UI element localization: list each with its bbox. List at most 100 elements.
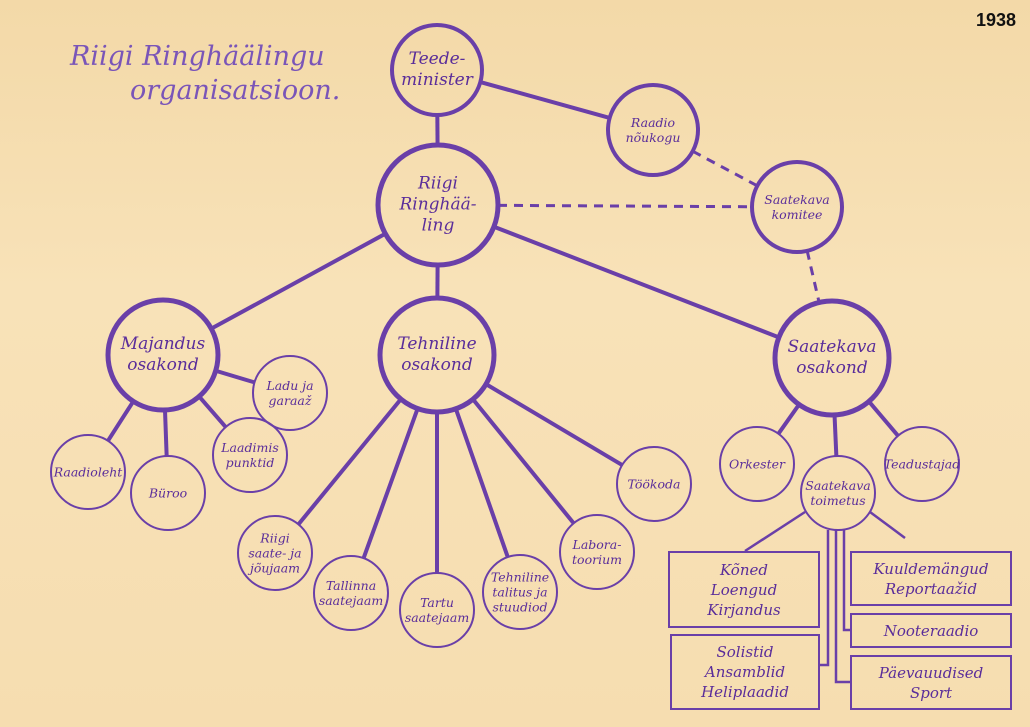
node-program-line: Saatekava	[787, 337, 877, 357]
edge-economy-warehouse	[215, 368, 256, 385]
node-broadcasting-line: ling	[421, 215, 455, 236]
node-economy-line: Majandus	[120, 334, 206, 354]
node-radioleht-line: Raadioleht	[53, 464, 123, 480]
node-workshop: Töökoda	[628, 477, 681, 492]
edge-broadcasting-program	[493, 224, 780, 340]
node-office-circle	[130, 455, 206, 531]
node-mainstation-line: saate- ja	[248, 545, 302, 561]
node-lab-line: Labora-	[572, 537, 622, 552]
edge-program-announcers	[867, 400, 900, 438]
editorial-to-plays	[869, 510, 906, 540]
node-tartu-line: Tartu	[420, 595, 454, 610]
node-technical-circle	[377, 295, 497, 415]
node-announcers-line: Teadustajad	[883, 456, 961, 472]
node-workshop-circle	[616, 446, 692, 522]
box-youth-line: Nooteraadio	[883, 621, 979, 640]
node-warehouse-circle	[252, 355, 328, 431]
node-program-circle	[772, 298, 892, 418]
node-editorial-line: toimetus	[810, 493, 866, 508]
box-talks-line: Loengud	[710, 580, 778, 599]
node-mainstation-circle	[237, 515, 313, 591]
edge-broadcasting-economy	[210, 231, 387, 331]
box-youth: Nooteraadio	[850, 613, 1012, 648]
node-council-circle	[606, 83, 700, 177]
editorial-to-music	[820, 530, 830, 667]
node-editorial-circle	[800, 455, 876, 531]
chart-title: Riigi Ringhäälingu organisatsioon.	[70, 40, 340, 108]
node-tartu-line: saatejaam	[404, 610, 470, 625]
node-committee-circle	[750, 160, 844, 254]
node-lab: Labora-toorium	[572, 537, 622, 567]
node-workshop-line: Töökoda	[627, 476, 681, 492]
box-news-line: Päevauudised	[878, 663, 984, 682]
node-council-line: nõukogu	[625, 130, 681, 145]
node-economy-line: osakond	[127, 355, 199, 375]
node-techservice-circle	[482, 554, 558, 630]
node-committee-line: komitee	[771, 207, 823, 222]
box-news-line: Sport	[909, 683, 953, 702]
year-label: 1938	[975, 10, 1016, 30]
node-orchestra-circle	[719, 426, 795, 502]
node-program-line: osakond	[796, 358, 868, 378]
node-radioleht: Raadioleht	[54, 465, 123, 480]
edge-technical-mainstation	[296, 397, 403, 526]
box-music-line: Ansamblid	[704, 663, 786, 681]
node-minister-circle	[390, 23, 484, 117]
node-warehouse-line: garaaž	[268, 393, 312, 408]
node-techservice-line: talitus ja	[492, 584, 548, 600]
node-charging-line: punktid	[225, 455, 275, 470]
node-technical-line: Tehniline	[397, 334, 477, 354]
node-warehouse-line: Ladu ja	[266, 378, 314, 393]
edge-broadcasting-committee	[497, 203, 753, 209]
node-announcers-circle	[884, 426, 960, 502]
node-mainstation-line: Riigi	[260, 530, 290, 546]
edge-committee-program	[805, 250, 821, 303]
node-tallinn-circle	[313, 555, 389, 631]
node-orchestra: Orkester	[729, 457, 785, 472]
node-announcers: Teadustajad	[884, 457, 961, 472]
edge-council-committee	[691, 149, 759, 188]
edge-technical-lab	[471, 397, 576, 525]
node-committee-line: Saatekava	[764, 192, 830, 207]
box-music-line: Solistid	[716, 643, 774, 661]
box-plays-line: Reportaažid	[884, 579, 978, 598]
editorial-to-talks	[744, 510, 806, 553]
node-office: Büroo	[149, 486, 187, 501]
node-economy-circle	[105, 297, 221, 413]
edge-economy-office	[162, 409, 169, 457]
node-radioleht-circle	[50, 434, 126, 510]
node-techservice-line: stuudiod	[492, 599, 548, 615]
edge-minister-council	[479, 80, 611, 120]
node-charging-circle	[212, 417, 288, 493]
node-office-line: Büroo	[148, 485, 188, 501]
box-talks-line: Kõned	[720, 560, 768, 579]
editorial-to-news	[834, 530, 850, 684]
node-broadcasting-line: Riigi	[418, 173, 458, 194]
node-tallinn-line: saatejaam	[318, 593, 384, 608]
edge-technical-techservice	[453, 408, 510, 558]
edge-technical-tallinn	[361, 407, 420, 559]
node-minister-line: Teede-	[408, 49, 466, 69]
node-charging-line: Laadimis	[221, 440, 279, 455]
title-line-1: Riigi Ringhäälingu	[70, 41, 325, 72]
node-editorial-line: Saatekava	[805, 478, 871, 493]
edge-program-editorial	[832, 414, 839, 457]
edge-technical-workshop	[484, 382, 624, 467]
node-orchestra-line: Orkester	[728, 456, 786, 472]
node-broadcasting-circle	[375, 142, 501, 268]
node-techservice-line: Tehniline	[490, 569, 550, 585]
